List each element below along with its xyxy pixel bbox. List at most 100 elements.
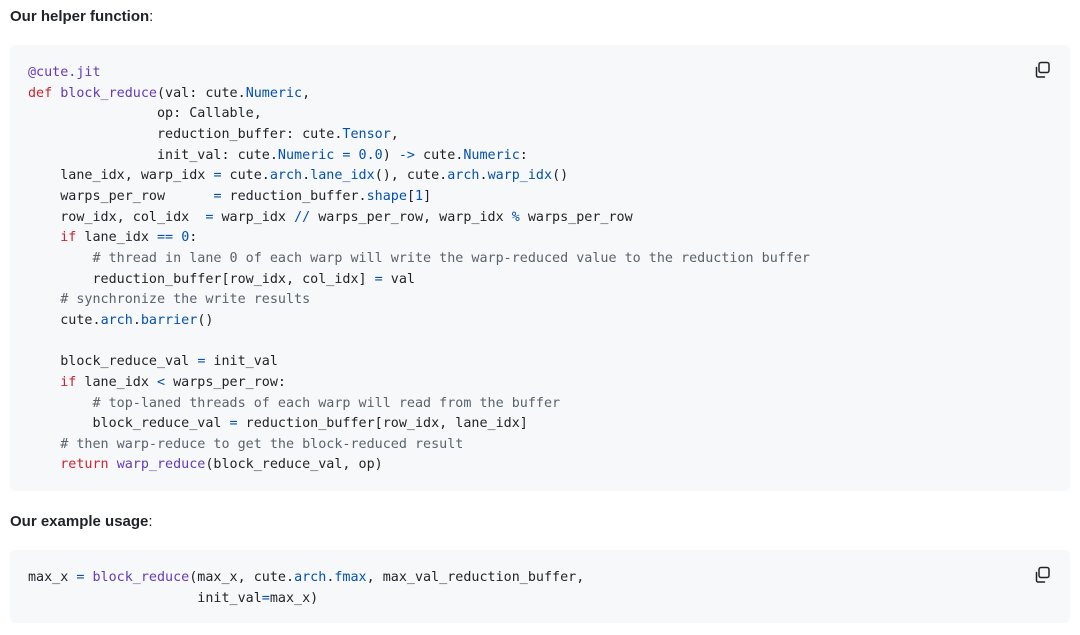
code-token: == [157,230,174,246]
code-token: = [213,168,222,184]
code-token: . [326,570,335,585]
code-line: def block_reduce(val: cute.Numeric, [28,84,810,105]
copy-button-helper[interactable] [1032,60,1052,80]
code-token: # thread in lane 0 of each warp will wri… [28,250,810,266]
code-token: cute. [28,312,101,328]
code-token: block_reduce_val [28,416,230,432]
code-token: return [60,457,109,473]
code-token: # synchronize the write results [28,292,311,308]
code-token: % [511,209,520,225]
code-line: init_val: cute.Numeric = 0.0) -> cute.Nu… [28,146,810,167]
code-token: block_reduce [92,570,190,585]
code-token: lane_idx [76,374,157,390]
code-token: warp_idx [487,168,553,184]
code-token: reduction_buffer[row_idx, lane_idx] [237,416,528,432]
code-token: ) [382,147,399,163]
code-line: # synchronize the write results [28,290,810,311]
code-line: # thread in lane 0 of each warp will wri… [28,249,810,270]
code-token: -> [398,147,415,163]
code-token: (max_x, cute. [189,570,295,585]
code-line: return warp_reduce(block_reduce_val, op) [28,455,810,476]
code-token: init_val [28,590,262,606]
code-token: lane_idx, warp_idx [28,168,214,184]
code-token: cute. [414,147,464,163]
code-token: [ [406,188,415,204]
code-token: Numeric [463,147,520,163]
code-token: = [342,147,351,163]
usage-code: max_x = block_reduce(max_x, cute.arch.fm… [28,568,584,609]
code-line: max_x = block_reduce(max_x, cute.arch.fm… [28,568,584,589]
code-token: ] [423,188,432,204]
helper-heading-text: Our helper function [10,8,150,25]
code-token: = [205,209,214,225]
code-line: if lane_idx == 0: [28,228,810,249]
usage-code-block: max_x = block_reduce(max_x, cute.arch.fm… [10,550,1070,623]
code-token: reduction_buffer: cute. [28,126,343,142]
code-token: , max_val_reduction_buffer, [366,570,585,585]
helper-heading: Our helper function: [10,8,153,25]
code-token: if [60,374,77,390]
code-token: warps_per_row: [165,374,286,390]
code-token: (), cute. [374,168,448,184]
code-token: barrier [140,312,198,328]
code-token [173,230,181,245]
code-token [28,457,60,472]
code-token [350,148,358,163]
code-token: warp_idx [213,209,295,225]
code-token: warp_reduce [116,457,206,473]
code-token: Tensor [342,126,391,142]
code-line: warps_per_row = reduction_buffer.shape[1… [28,187,810,208]
code-line: reduction_buffer: cute.Tensor, [28,125,810,146]
code-token: @cute.jit [28,65,101,80]
code-token: : [519,147,528,163]
code-token: 1 [415,188,424,204]
code-token: arch [294,570,327,585]
code-token: if [60,230,77,246]
code-token: arch [447,168,480,184]
code-line: op: Callable, [28,104,810,125]
code-token: def [28,85,61,101]
heading-colon: : [149,8,154,25]
copy-button-usage[interactable] [1032,565,1052,585]
code-token: 0 [181,230,190,246]
code-token: shape [366,188,407,204]
code-token [109,457,117,472]
code-line: row_idx, col_idx = warp_idx // warps_per… [28,208,810,229]
code-token: = [374,271,383,287]
code-line: # then warp-reduce to get the block-redu… [28,435,810,456]
code-token: max_x [28,570,77,585]
code-line: block_reduce_val = init_val [28,352,810,373]
code-token: < [157,374,166,390]
code-token: lane_idx [76,230,157,246]
code-token: warps_per_row [28,188,214,204]
code-token: fmax [334,570,367,585]
code-token: : [189,230,198,246]
code-line: reduction_buffer[row_idx, col_idx] = val [28,270,810,291]
code-token [28,375,60,390]
heading-colon: : [148,513,153,530]
code-line: @cute.jit [28,63,810,84]
code-token: cute. [221,168,270,184]
code-token: (val: cute. [157,85,246,101]
code-line: lane_idx, warp_idx = cute.arch.lane_idx(… [28,166,810,187]
code-token: warps_per_row [519,209,633,225]
code-token: = [213,188,222,204]
code-token: 0.0 [358,147,383,163]
code-token: init_val: cute. [28,147,278,163]
code-line: # top-laned threads of each warp will re… [28,394,810,415]
code-line [28,332,810,353]
code-token: // [294,209,311,225]
code-token: val [382,271,415,287]
code-line: cute.arch.barrier() [28,311,810,332]
copy-icon [1035,566,1050,583]
code-token [84,570,92,585]
code-token: op: Callable, [28,106,262,122]
code-token: reduction_buffer. [221,188,367,204]
code-token: . [132,312,141,328]
code-line: init_val=max_x) [28,589,584,610]
code-token: . [302,168,311,184]
code-token: = [76,570,85,585]
code-token: block_reduce_val [28,354,198,370]
code-token: (block_reduce_val, op) [205,457,383,473]
code-token: block_reduce [60,85,157,101]
